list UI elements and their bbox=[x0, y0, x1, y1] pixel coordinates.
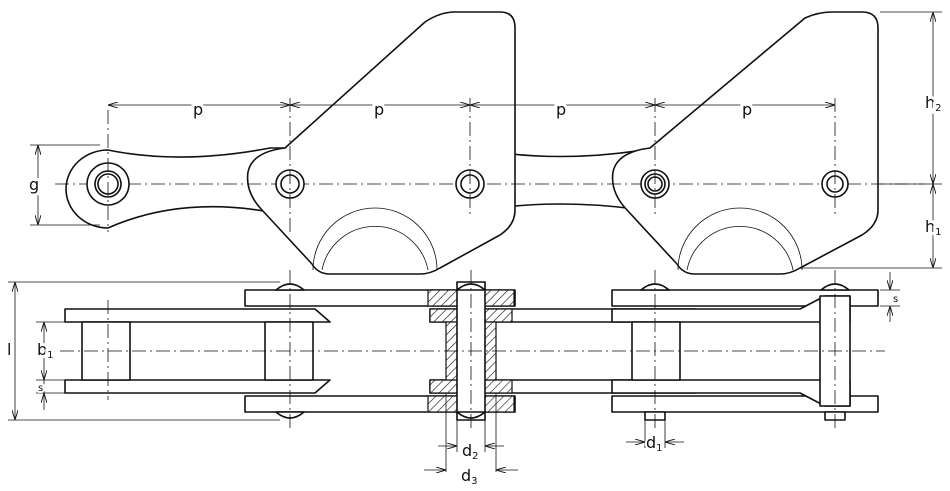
outer-plate-top-2 bbox=[611, 289, 879, 307]
pitch-dimensions: p p p p bbox=[108, 97, 835, 122]
s-label-right: s bbox=[893, 294, 898, 305]
h2-label: h2 bbox=[925, 93, 942, 114]
s-dimension-right: s bbox=[880, 272, 900, 322]
side-view: p p p p g h2 h1 bbox=[26, 11, 945, 275]
b1-s-dimension: b1 s bbox=[34, 321, 82, 410]
l-label: l bbox=[7, 340, 11, 359]
g-dimension: g bbox=[26, 144, 100, 226]
h-dimensions: h2 h1 bbox=[800, 11, 945, 269]
attachment-left-roller-arc bbox=[312, 207, 438, 271]
l-dimension: l bbox=[4, 281, 280, 421]
attachment-right bbox=[611, 11, 879, 275]
d2-label: d2 bbox=[462, 441, 479, 462]
d1-dimension: d1 bbox=[626, 420, 684, 456]
pitch-label-1: p bbox=[193, 100, 203, 119]
outer-plate-bottom-2 bbox=[611, 395, 879, 413]
h1-label: h1 bbox=[925, 217, 942, 238]
d3-label: d3 bbox=[461, 466, 478, 487]
pitch-label-4: p bbox=[742, 100, 752, 119]
attachment-left bbox=[246, 11, 516, 275]
pitch-label-2: p bbox=[374, 100, 384, 119]
inner-plate-bottom-left bbox=[64, 379, 331, 394]
b1-label: b1 bbox=[37, 340, 54, 361]
d1-label: d1 bbox=[646, 433, 663, 454]
inner-plate-top-left bbox=[64, 308, 331, 323]
attachment-left-roller-arc-inner bbox=[321, 226, 429, 271]
g-label: g bbox=[29, 175, 39, 194]
attachment-right-roller-arc-inner bbox=[686, 226, 794, 271]
attachment-right-roller-arc bbox=[677, 207, 803, 271]
s-label-left: s bbox=[38, 383, 43, 394]
pitch-label-3: p bbox=[556, 100, 566, 119]
top-view: l b1 s s bbox=[4, 270, 900, 487]
d-dimensions-center: d2 d3 bbox=[424, 393, 518, 487]
